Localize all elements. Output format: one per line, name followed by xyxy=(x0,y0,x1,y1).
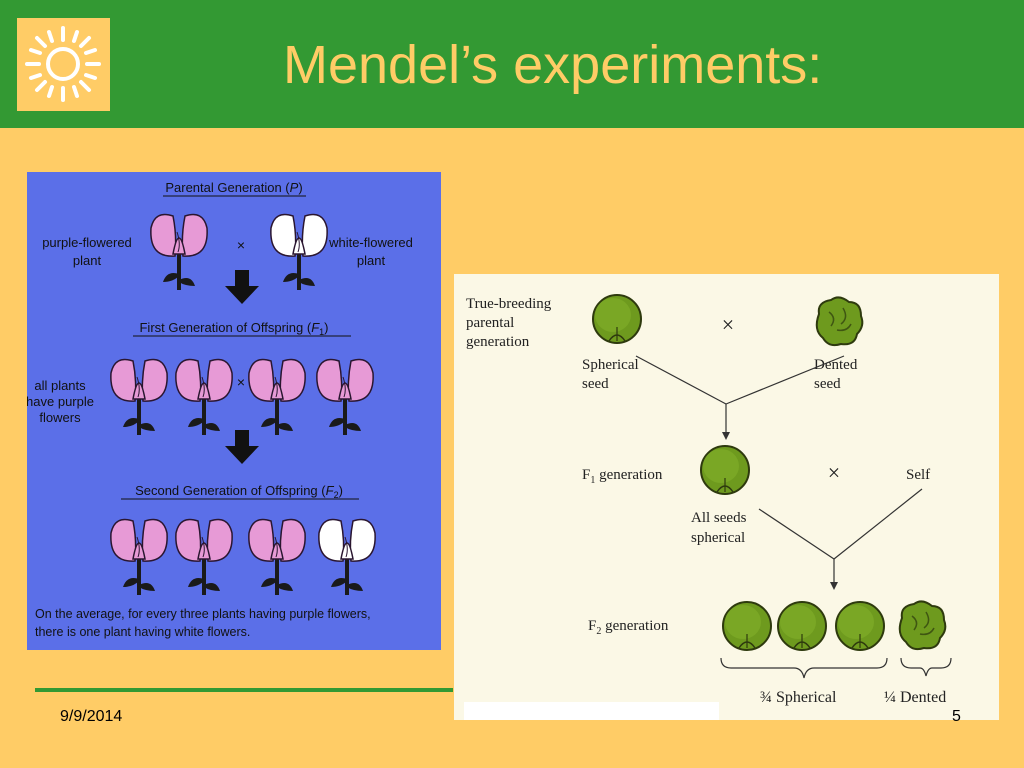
parent-label-line2: parental xyxy=(466,315,514,331)
all-seeds-label-line1: All seeds xyxy=(691,510,747,526)
f2-spherical-seed-3 xyxy=(835,601,885,651)
parent-purple-flower xyxy=(148,212,210,292)
arrow-to-f2 xyxy=(225,430,259,464)
f1-flower-1 xyxy=(108,357,170,437)
arrow-to-f1 xyxy=(225,270,259,304)
dented-seed-label-line2: seed xyxy=(814,376,841,392)
seed-cross-figure: True-breeding parental generation × Sphe… xyxy=(454,274,999,720)
self-label: Self xyxy=(906,467,930,483)
f2-flower-1 xyxy=(108,517,170,597)
flower-caption-line2: there is one plant having white flowers. xyxy=(35,625,250,639)
f2-white-flower xyxy=(316,517,378,597)
f2-heading: Second Generation of Offspring (F2) xyxy=(135,483,343,500)
parent-dented-seed xyxy=(815,296,864,347)
parental-generation-heading: Parental Generation (P) xyxy=(165,180,302,195)
parent-cross-symbol: × xyxy=(722,312,734,337)
f1-label-line3: flowers xyxy=(39,410,81,425)
f2-flower-3 xyxy=(246,517,308,597)
white-plant-label-line1: white-flowered xyxy=(328,235,413,250)
f1-label-line2: have purple xyxy=(27,394,94,409)
f1-flower-2 xyxy=(173,357,235,437)
f1-heading: First Generation of Offspring (F1) xyxy=(139,320,328,337)
parent-label-line1: True-breeding xyxy=(466,296,552,312)
parent-spherical-seed xyxy=(592,294,642,344)
purple-plant-label-line1: purple-flowered xyxy=(42,235,132,250)
f1-cross-symbol: × xyxy=(828,460,840,485)
f2-dented-seed xyxy=(898,600,947,651)
parental-cross-symbol: × xyxy=(237,237,245,253)
white-patch xyxy=(464,702,719,720)
dented-bracket xyxy=(900,657,952,677)
f2-spherical-seed-2 xyxy=(777,601,827,651)
flower-cross-figure: Parental Generation (P) purple-flowered … xyxy=(26,172,441,650)
f1-cross-symbol: × xyxy=(237,374,245,390)
flower-caption-line1: On the average, for every three plants h… xyxy=(35,607,371,621)
sun-icon xyxy=(25,26,101,102)
page-number: 5 xyxy=(952,708,961,725)
f1-spherical-seed xyxy=(700,445,750,495)
parent-label-line3: generation xyxy=(466,334,530,350)
f1-flower-3 xyxy=(246,357,308,437)
dented-seed-label-line1: Dented xyxy=(814,357,858,373)
f1-label-line1: all plants xyxy=(34,378,86,393)
sun-logo xyxy=(17,18,110,111)
f1-flower-4 xyxy=(314,357,376,437)
parent-white-flower xyxy=(268,212,330,292)
spherical-seed-label-line2: seed xyxy=(582,376,609,392)
slide-date: 9/9/2014 xyxy=(60,708,123,725)
footer-divider xyxy=(35,688,453,692)
purple-plant-label-line2: plant xyxy=(73,253,102,268)
title-bar: Mendel’s experiments: xyxy=(0,0,1024,128)
f2-flower-2 xyxy=(173,517,235,597)
spherical-seed-label-line1: Spherical xyxy=(582,357,639,373)
spherical-bracket xyxy=(720,657,888,679)
dented-ratio-label: ¼ Dented xyxy=(884,689,946,706)
seed-cross-diagram: True-breeding parental generation × Sphe… xyxy=(464,294,952,720)
all-seeds-label-line2: spherical xyxy=(691,530,745,546)
white-plant-label-line2: plant xyxy=(357,253,386,268)
f2-spherical-seed-1 xyxy=(722,601,772,651)
slide-title: Mendel’s experiments: xyxy=(283,35,823,95)
f1-generation-label: F1 generation xyxy=(582,467,663,486)
flower-cross-diagram: Parental Generation (P) purple-flowered … xyxy=(26,180,413,639)
f2-generation-label: F2 generation xyxy=(588,618,669,637)
spherical-ratio-label: ¾ Spherical xyxy=(760,689,837,706)
